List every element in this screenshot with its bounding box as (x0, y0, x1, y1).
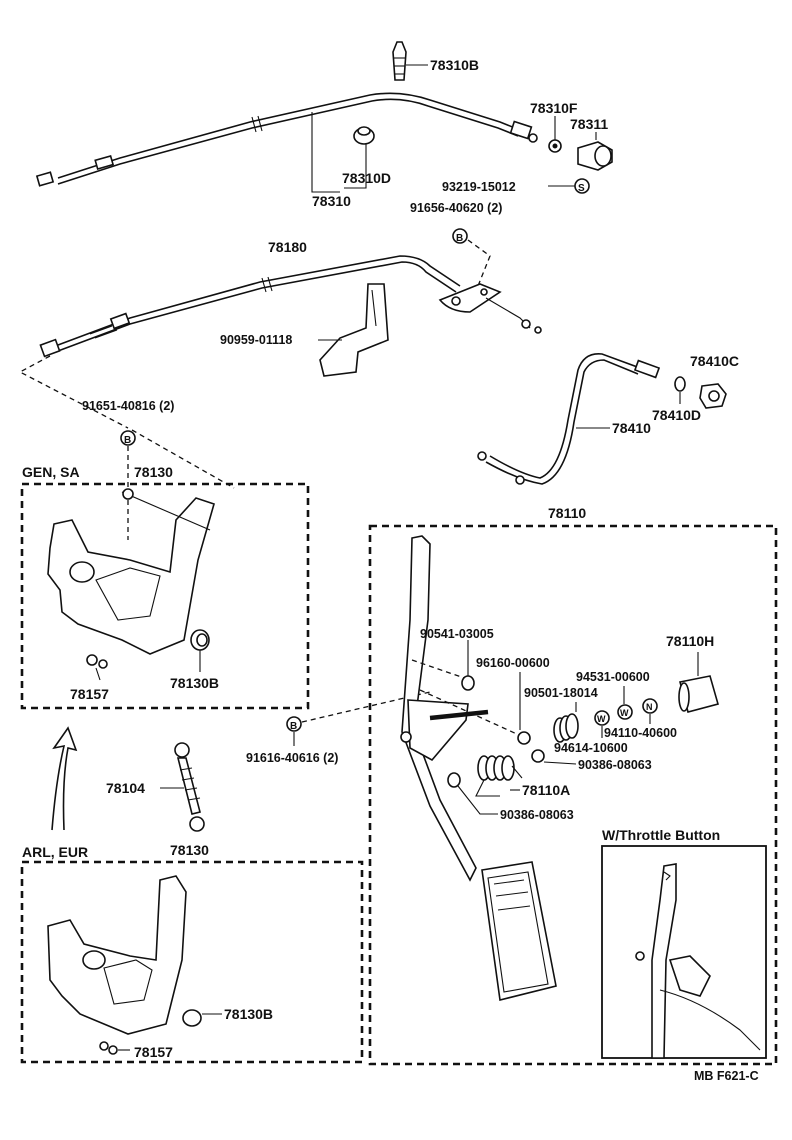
label-91651-40816: 91651-40816 (2) (82, 399, 174, 413)
bushing-78311 (577, 132, 613, 171)
label-91616-40616: 91616-40616 (2) (246, 751, 338, 765)
box-78110 (368, 524, 778, 1066)
clip-78310B (392, 41, 428, 81)
label-78130B-gen: 78130B (170, 675, 219, 691)
leader-96160 (419, 689, 531, 741)
label-93219-15012: 93219-15012 (442, 180, 516, 194)
callout-N-circle (642, 698, 658, 714)
grommet-78410C (699, 383, 727, 409)
arrow-icon (51, 726, 78, 831)
label-78104: 78104 (106, 780, 145, 796)
callout-B-circle-3 (286, 716, 302, 732)
label-94614-10600: 94614-10600 (554, 741, 628, 755)
callout-B-circle-2 (120, 430, 136, 446)
leader-91651-a (18, 355, 129, 429)
bolt-78157-arl (99, 1041, 130, 1055)
bolt-78157-gen (86, 654, 108, 681)
screw-90541-03005 (461, 640, 475, 691)
figure-code: MB F621-C (694, 1069, 759, 1083)
pad-78110H (678, 652, 719, 713)
section-gen-sa: GEN, SA (22, 464, 80, 480)
callout-W-2: W (620, 708, 629, 718)
callout-N: N (646, 702, 653, 712)
label-90386-08063-b: 90386-08063 (500, 808, 574, 822)
label-91656-40620: 91656-40620 (2) (410, 201, 502, 215)
spring-90501-18014 (553, 702, 579, 743)
stopper-90386-a (531, 749, 577, 765)
label-96160-00600: 96160-00600 (476, 656, 550, 670)
label-78410C: 78410C (690, 353, 739, 369)
label-78410: 78410 (612, 420, 651, 436)
throttle-cable-78310 (35, 92, 538, 187)
callout-S: S (578, 183, 585, 194)
bracket-78130-arl (47, 875, 187, 1035)
leader-90541 (411, 659, 471, 681)
label-90386-08063-a: 90386-08063 (578, 758, 652, 772)
leader-91656 (467, 239, 491, 287)
box-gen-sa (20, 482, 310, 710)
callout-W-circle-1 (594, 710, 610, 726)
callout-B-1: B (456, 233, 463, 244)
accelerator-cable-78180 (39, 255, 542, 358)
label-78180: 78180 (268, 239, 307, 255)
box-arl-eur (20, 860, 364, 1064)
label-90959-01118: 90959-01118 (220, 333, 292, 347)
box-w-throttle-button (601, 845, 767, 1059)
bracket-78130-gen (47, 488, 215, 655)
spring-78110A (475, 755, 523, 797)
callout-W-circle-2 (617, 704, 633, 720)
bush-78130B-arl (182, 1009, 222, 1027)
callout-W-1: W (597, 714, 606, 724)
label-78110A: 78110A (522, 782, 570, 798)
callout-B-3: B (290, 721, 297, 732)
label-78130-gen: 78130 (134, 464, 173, 480)
throttle-button-detail (635, 863, 761, 1059)
label-78110H: 78110H (666, 633, 714, 649)
bracket-90959-01118 (318, 283, 389, 377)
label-78110: 78110 (548, 505, 586, 521)
label-78157-gen: 78157 (70, 686, 109, 702)
label-78130-arl: 78130 (170, 842, 209, 858)
label-78310D: 78310D (342, 170, 391, 186)
callout-B-2: B (124, 435, 131, 446)
leader-78310 (311, 112, 340, 193)
label-94531-00600: 94531-00600 (576, 670, 650, 684)
bush-78130B-gen (190, 629, 210, 672)
label-78311: 78311 (570, 116, 608, 132)
label-90501-18014: 90501-18014 (524, 686, 598, 700)
section-arl-eur: ARL, EUR (22, 844, 88, 860)
label-78310F: 78310F (530, 100, 578, 116)
label-90541-03005: 90541-03005 (420, 627, 494, 641)
pedal-arm-78110 (400, 535, 557, 1001)
section-w-throttle-button: W/Throttle Button (602, 827, 720, 843)
label-78157-arl: 78157 (134, 1044, 173, 1060)
nut-78410D (674, 376, 686, 404)
throttle-cable-78410 (477, 353, 661, 485)
stopper-90386-b (447, 772, 498, 815)
rod-78104 (160, 742, 205, 832)
callout-B-circle-1 (452, 228, 468, 244)
label-78310: 78310 (312, 193, 351, 209)
label-78130B-arl: 78130B (224, 1006, 273, 1022)
callout-S-circle (574, 178, 590, 194)
washer-96160 (517, 731, 531, 745)
grommet-78310D (344, 126, 375, 189)
label-78310B: 78310B (430, 57, 479, 73)
label-78410D: 78410D (652, 407, 701, 423)
label-94110-40600: 94110-40600 (604, 726, 677, 740)
nut-78310F (548, 116, 562, 153)
leader-91651-c (131, 429, 235, 489)
